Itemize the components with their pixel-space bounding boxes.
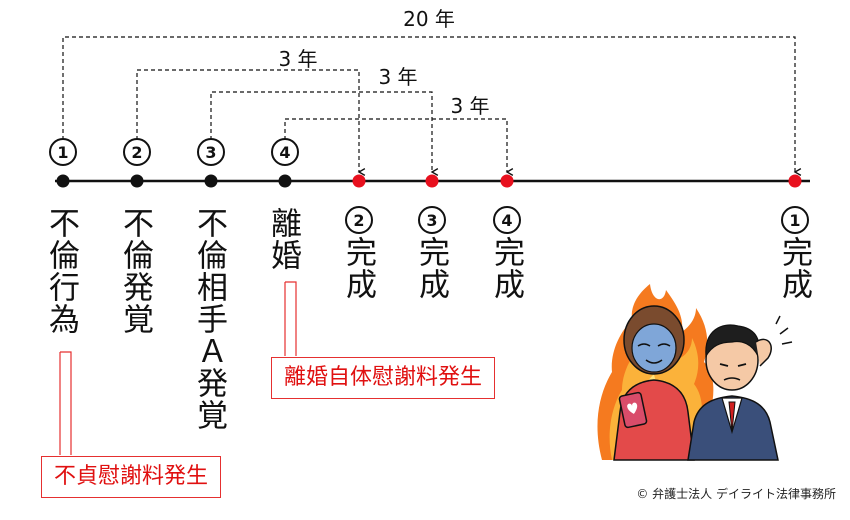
event-number-2: 2 xyxy=(123,138,151,166)
event-label-affair-act: 不倫行為 xyxy=(43,207,79,335)
completion-number-3: 3 xyxy=(418,206,446,234)
man-figure xyxy=(687,315,793,461)
completion-number-2: 2 xyxy=(345,206,373,234)
event-number-1: 1 xyxy=(49,138,77,166)
event-label-affair-discovered: 不倫発覚 xyxy=(117,207,153,335)
span-label-3y-c: 3 年 xyxy=(444,96,496,116)
event-label-divorce: 離婚 xyxy=(265,207,301,271)
span-label-3y-b: 3 年 xyxy=(372,67,424,87)
span-bracket-3y-2 xyxy=(136,69,366,176)
completion-dot-2 xyxy=(352,174,366,188)
event-dot-1 xyxy=(56,174,70,188)
event-number-4: 4 xyxy=(271,138,299,166)
completion-label-4: 完成 xyxy=(488,236,524,300)
completion-dot-4 xyxy=(500,174,514,188)
completion-dot-1 xyxy=(788,174,802,188)
span-bracket-3y-3 xyxy=(210,91,439,176)
event-label-partner-a-discovered: 不倫相手Ａ発覚 xyxy=(191,207,227,431)
event-dot-4 xyxy=(278,174,292,188)
event-dot-2 xyxy=(130,174,144,188)
copyright-notice: © 弁護士法人 デイライト法律事務所 xyxy=(636,487,836,501)
completion-label-3: 完成 xyxy=(413,236,449,300)
completion-number-1: 1 xyxy=(781,206,809,234)
event-dot-3 xyxy=(204,174,218,188)
span-label-20y: 20 年 xyxy=(397,9,461,29)
couple-illustration xyxy=(597,284,793,461)
completion-number-4: 4 xyxy=(493,206,521,234)
callout-divorce-damages: 離婚自体慰謝料発生 xyxy=(271,357,496,399)
span-label-3y-a: 3 年 xyxy=(272,49,324,69)
woman-figure xyxy=(613,305,695,461)
callout-leader-divorce xyxy=(284,281,297,356)
callout-leader-affair xyxy=(59,351,72,455)
span-bracket-20y xyxy=(62,36,802,176)
completion-label-2: 完成 xyxy=(340,236,376,300)
heart-icon xyxy=(627,402,638,414)
callout-affair-damages: 不貞慰謝料発生 xyxy=(41,456,222,498)
completion-dot-3 xyxy=(425,174,439,188)
event-number-3: 3 xyxy=(197,138,225,166)
completion-label-1: 完成 xyxy=(776,236,812,300)
span-bracket-3y-4 xyxy=(284,118,514,176)
